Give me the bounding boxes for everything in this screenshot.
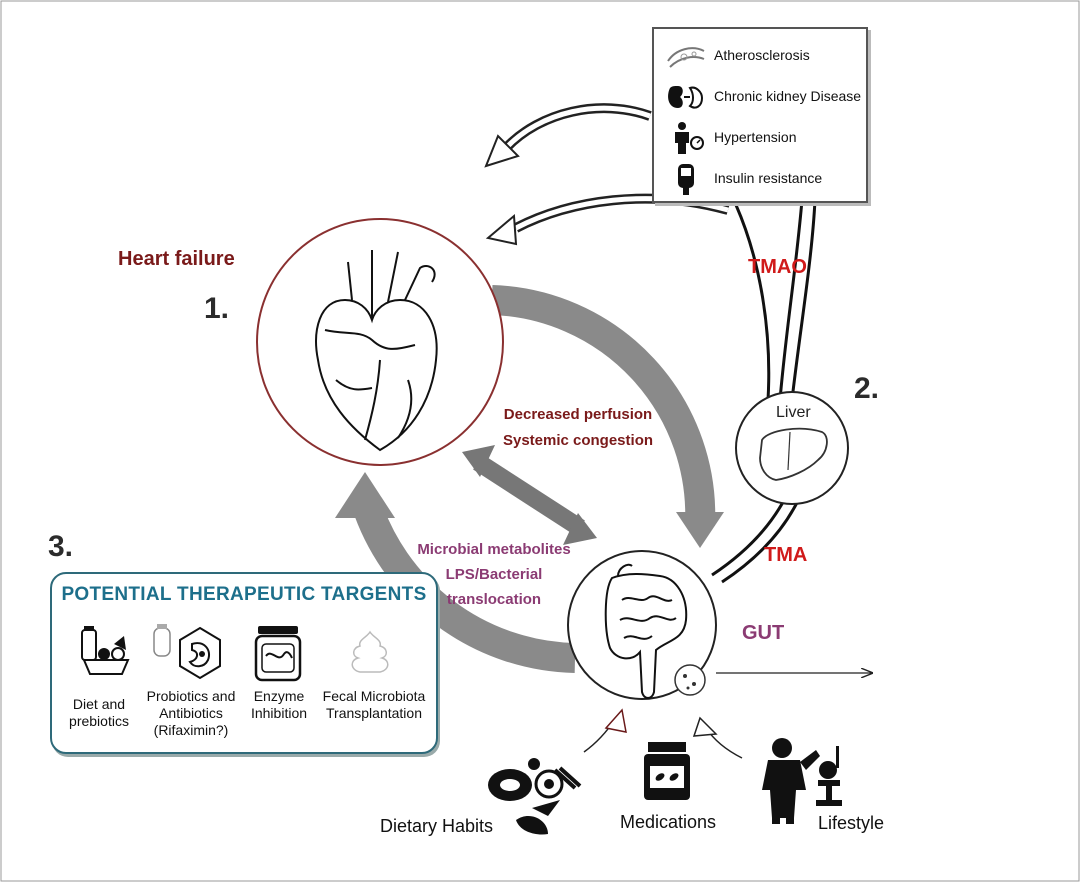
therapy-label-diet: Diet and prebiotics xyxy=(69,696,129,729)
person-blood-pressure-icon xyxy=(675,122,704,154)
factor-arrows xyxy=(583,708,743,759)
therapeutic-targets-title: POTENTIAL THERAPEUTIC TARGENTS xyxy=(61,584,427,605)
legend-item-atherosclerosis: Atherosclerosis xyxy=(664,39,864,73)
stomach-bacteria-icon xyxy=(153,624,221,680)
therapy-label-probiotics: Probiotics and Antibiotics (Rifaximin?) xyxy=(146,688,236,738)
comorbidity-legend: Atherosclerosis Chronic kidney Disease H… xyxy=(652,27,868,203)
kidney-icon xyxy=(668,86,704,109)
systemic-congestion-label: Systemic congestion xyxy=(502,432,654,449)
microbe-zoom-icon xyxy=(674,664,706,696)
therapy-label-fmt: Fecal Microbiota Transplantation xyxy=(322,688,426,721)
therapy-label-enzyme: Enzyme Inhibition xyxy=(250,688,308,721)
person-exercise-icon xyxy=(762,738,842,824)
lps-bacterial-label: LPS/Bacterial xyxy=(445,566,543,583)
pill-bottle-icon xyxy=(644,742,690,800)
decreased-perfusion-label: Decreased perfusion xyxy=(503,406,653,423)
legend-label: Atherosclerosis xyxy=(714,47,810,63)
food-basket-icon xyxy=(81,626,130,675)
circulation-arrow-left xyxy=(335,472,576,673)
heart-circle xyxy=(256,218,504,466)
legend-item-kidney: Chronic kidney Disease xyxy=(664,80,864,114)
gut-label: GUT xyxy=(742,622,785,644)
liver-circle xyxy=(735,391,849,505)
circulation-arrow-right xyxy=(491,285,724,548)
stage-number-1: 1. xyxy=(204,292,230,325)
liver-icon xyxy=(759,427,828,481)
liver-label: Liver xyxy=(776,404,811,421)
glucometer-icon xyxy=(678,164,694,195)
heart-failure-label: Heart failure xyxy=(118,248,235,270)
medications-label: Medications xyxy=(620,812,717,832)
bidirectional-arrow xyxy=(462,445,597,545)
legend-item-insulin: Insulin resistance xyxy=(664,162,864,196)
lifestyle-label: Lifestyle xyxy=(818,813,885,833)
legend-label: Hypertension xyxy=(714,129,797,145)
food-icon xyxy=(488,758,582,835)
legend-label: Insulin resistance xyxy=(714,170,823,186)
legend-item-hypertension: Hypertension xyxy=(664,121,864,155)
disease-arrow-lower xyxy=(485,193,730,246)
therapeutic-targets-panel: POTENTIAL THERAPEUTIC TARGENTS Diet and … xyxy=(50,572,438,754)
microbial-metabolites-label: Microbial metabolites xyxy=(417,541,571,558)
stage-number-3: 3. xyxy=(48,530,74,563)
legend-label: Chronic kidney Disease xyxy=(714,88,862,104)
heart-icon xyxy=(315,250,438,452)
tmao-label: TMAO xyxy=(748,256,807,278)
artery-plaque-icon xyxy=(667,47,705,68)
stool-icon xyxy=(351,630,389,673)
translocation-label: translocation xyxy=(446,591,542,608)
jar-icon xyxy=(254,626,302,682)
gut-circle xyxy=(567,550,717,700)
intestine-icon xyxy=(604,563,688,699)
tma-label: TMA xyxy=(764,544,808,566)
dietary-habits-label: Dietary Habits xyxy=(380,816,494,836)
stage-number-2: 2. xyxy=(854,372,880,405)
disease-arrow-upper xyxy=(484,103,652,168)
